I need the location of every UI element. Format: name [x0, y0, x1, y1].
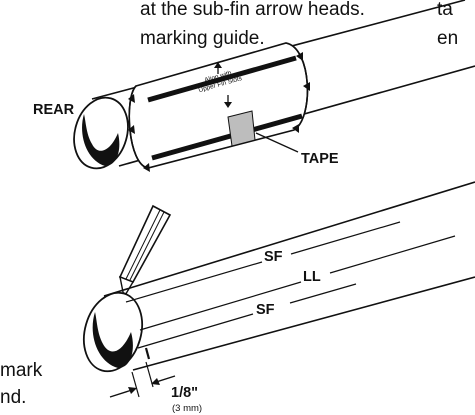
sf-line-upper-continued: [290, 221, 401, 255]
sf-label-lower: SF: [256, 302, 275, 318]
dimension-extension-right: [145, 361, 154, 388]
pencil-facet: [129, 211, 165, 281]
ll-label: LL: [303, 269, 321, 285]
dimension-metric: (3 mm): [172, 403, 202, 414]
pencil: [118, 204, 172, 299]
lower-body-tube: SF LL SF 1/8" (3 mm): [83, 181, 475, 414]
sf-line-lower: [137, 313, 254, 349]
rear-label: REAR: [33, 102, 75, 118]
guide-alignment-bar-bottom: [151, 113, 303, 161]
tape-strip: [227, 110, 256, 147]
guide-arrow-head: [292, 124, 299, 133]
dimension-arrowhead-left: [128, 387, 137, 394]
ll-line: [139, 281, 302, 331]
tape-label: TAPE: [301, 151, 339, 167]
tape-leader-line: [255, 132, 299, 153]
lower-tube-bottom-edge: [132, 276, 475, 371]
guide-arrow-head: [128, 94, 135, 103]
lower-tube-top-edge: [103, 181, 475, 297]
start-tick-mark: [144, 347, 151, 360]
guide-arrow-head: [143, 163, 150, 172]
instruction-text-right-2: en: [437, 28, 458, 49]
pencil-tip: [119, 275, 135, 299]
instruction-text-bottom-1: mark: [0, 360, 43, 381]
sf-line-upper: [125, 261, 263, 303]
pencil-facet: [125, 209, 161, 280]
instruction-text-line-1: at the sub-fin arrow heads.: [140, 0, 365, 20]
pencil-body: [118, 204, 172, 283]
dimension-value: 1/8": [171, 385, 198, 401]
guide-down-arrowhead: [224, 102, 232, 108]
marking-guide-wrap: Align with Upper Fin Slots: [128, 42, 310, 172]
instruction-text-bottom-2: nd.: [0, 387, 26, 408]
sf-line-lower-continued: [289, 283, 357, 304]
ll-line-continued: [329, 235, 456, 274]
guide-arrow-head: [296, 52, 303, 61]
dimension-extension-left: [131, 371, 140, 398]
sf-label-upper: SF: [264, 249, 283, 265]
guide-arrow-head: [128, 125, 135, 134]
guide-alignment-bar-top: [147, 55, 297, 103]
instruction-text-line-2: marking guide.: [140, 28, 265, 49]
guide-arrow-head: [303, 82, 310, 91]
guide-up-arrowhead: [214, 62, 222, 68]
dimension-arrowhead-right: [151, 378, 160, 385]
lower-tube-inner-shadow: [92, 312, 133, 368]
upper-tube-inner-shadow: [82, 114, 120, 166]
